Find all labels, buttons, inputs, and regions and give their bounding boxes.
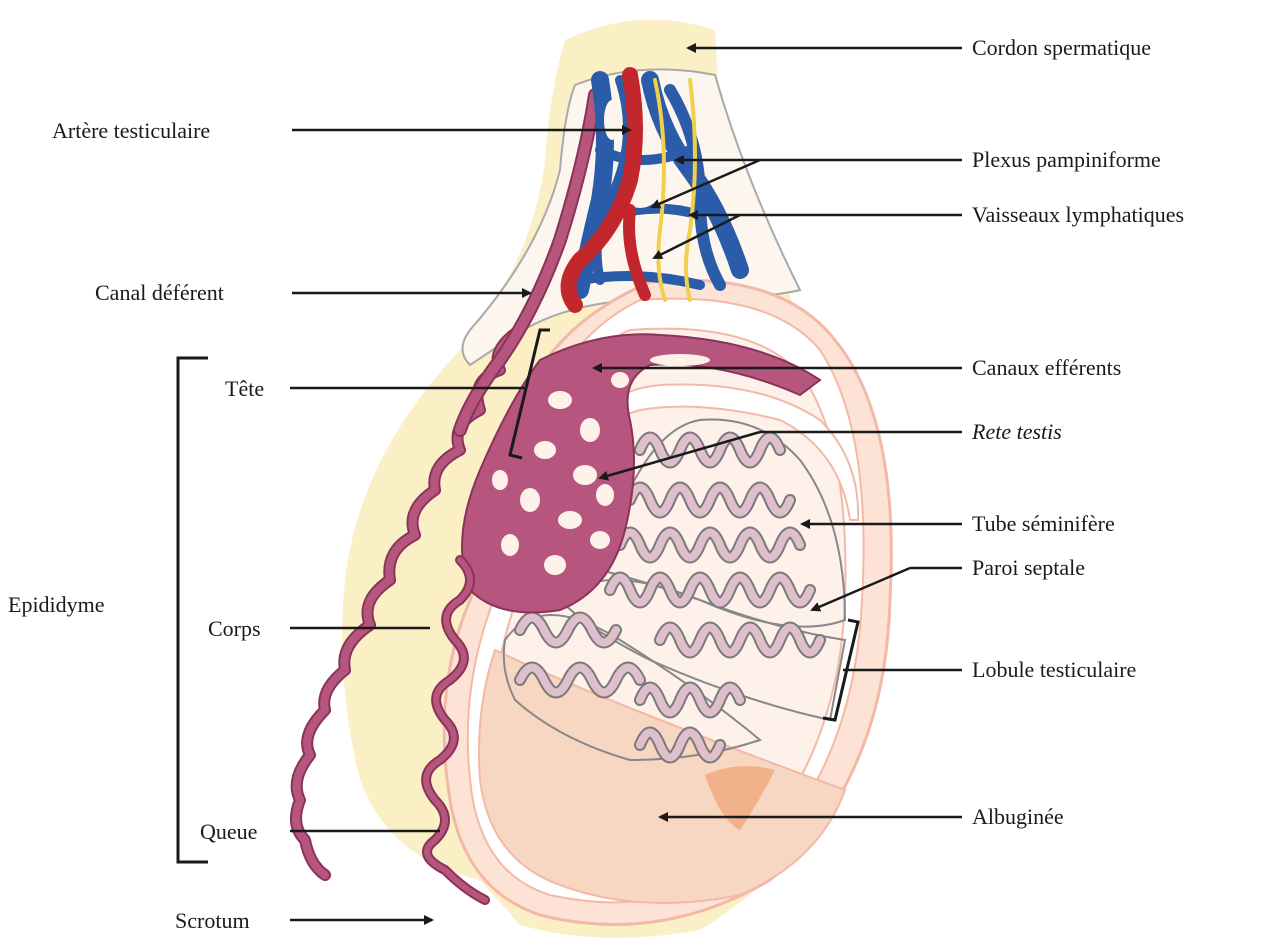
label-rete-testis: Rete testis (971, 419, 1062, 444)
label-scrotum: Scrotum (175, 908, 250, 933)
label-tete: Tête (225, 376, 264, 401)
label-corps: Corps (208, 616, 261, 641)
label-vaisseaux-lymphatiques: Vaisseaux lymphatiques (972, 202, 1184, 227)
label-canaux-efferents: Canaux efférents (972, 355, 1121, 380)
label-canal-deferent: Canal déférent (95, 280, 224, 305)
label-queue: Queue (200, 819, 257, 844)
label-tube-seminifere: Tube séminifère (972, 511, 1115, 536)
label-albuginee: Albuginée (972, 804, 1064, 829)
label-lobule-testiculaire: Lobule testiculaire (972, 657, 1136, 682)
label-artere-testiculaire: Artère testiculaire (52, 118, 210, 143)
label-plexus-pampiniforme: Plexus pampiniforme (972, 147, 1161, 172)
epididyme-bracket (178, 358, 208, 862)
label-paroi-septale: Paroi septale (972, 555, 1085, 580)
label-cordon-spermatique: Cordon spermatique (972, 35, 1151, 60)
label-epididyme: Epididyme (8, 592, 105, 617)
